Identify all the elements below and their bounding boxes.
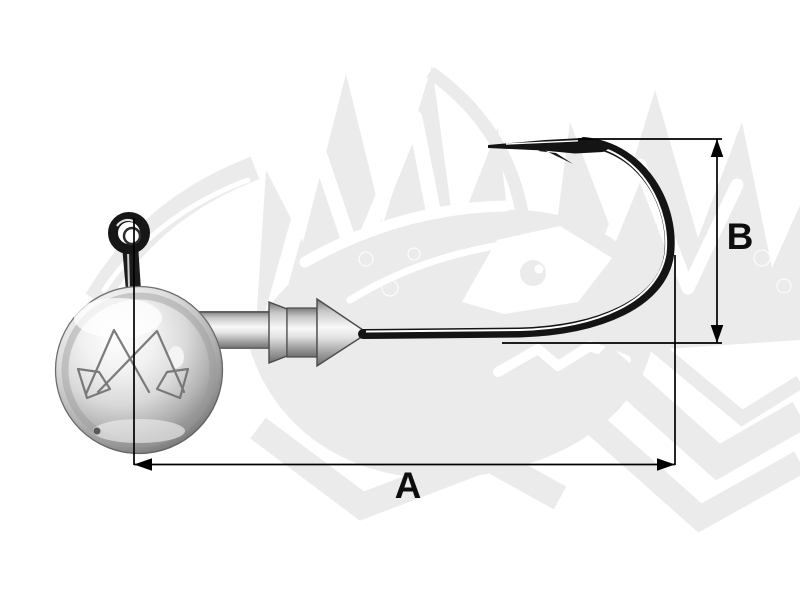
hook-wire <box>358 137 675 339</box>
keeper-cylinder <box>286 307 318 358</box>
arrowhead-a-left <box>134 458 152 471</box>
hook-wire-highlight <box>365 143 668 333</box>
watermark-tail-chevron-2 <box>588 343 800 481</box>
hook-point <box>488 138 612 154</box>
watermark-chin-band <box>250 417 567 521</box>
eyelet-hole <box>117 221 141 245</box>
dimension-annotations: A B <box>133 138 754 506</box>
ball-highlight-spot <box>168 346 184 368</box>
jig-head-product <box>54 137 675 455</box>
hook-barb <box>538 149 573 164</box>
arrowhead-a-right <box>657 458 675 471</box>
dimension-b-label: B <box>727 216 754 257</box>
eyelet-ring <box>108 212 150 254</box>
dimension-a-label: A <box>395 465 422 506</box>
hook-point-highlight <box>505 140 579 145</box>
ball-blemish-dot <box>93 427 101 435</box>
watermark-eye-iris <box>520 260 546 286</box>
watermark-brow-arc <box>426 66 529 214</box>
watermark-eye-glint <box>534 264 544 274</box>
watermark-fish-logo <box>85 66 800 533</box>
eyelet-inner-wire <box>122 226 142 246</box>
watermark-tail-chevron-3 <box>550 383 800 533</box>
arrowhead-b-top <box>710 139 724 157</box>
keeper-cone-small <box>268 300 288 365</box>
watermark-tail-chevron-1 <box>631 324 800 427</box>
arrowhead-b-bottom <box>710 325 724 343</box>
ball-logo-emboss <box>76 328 190 400</box>
eyelet-stem <box>122 244 141 294</box>
